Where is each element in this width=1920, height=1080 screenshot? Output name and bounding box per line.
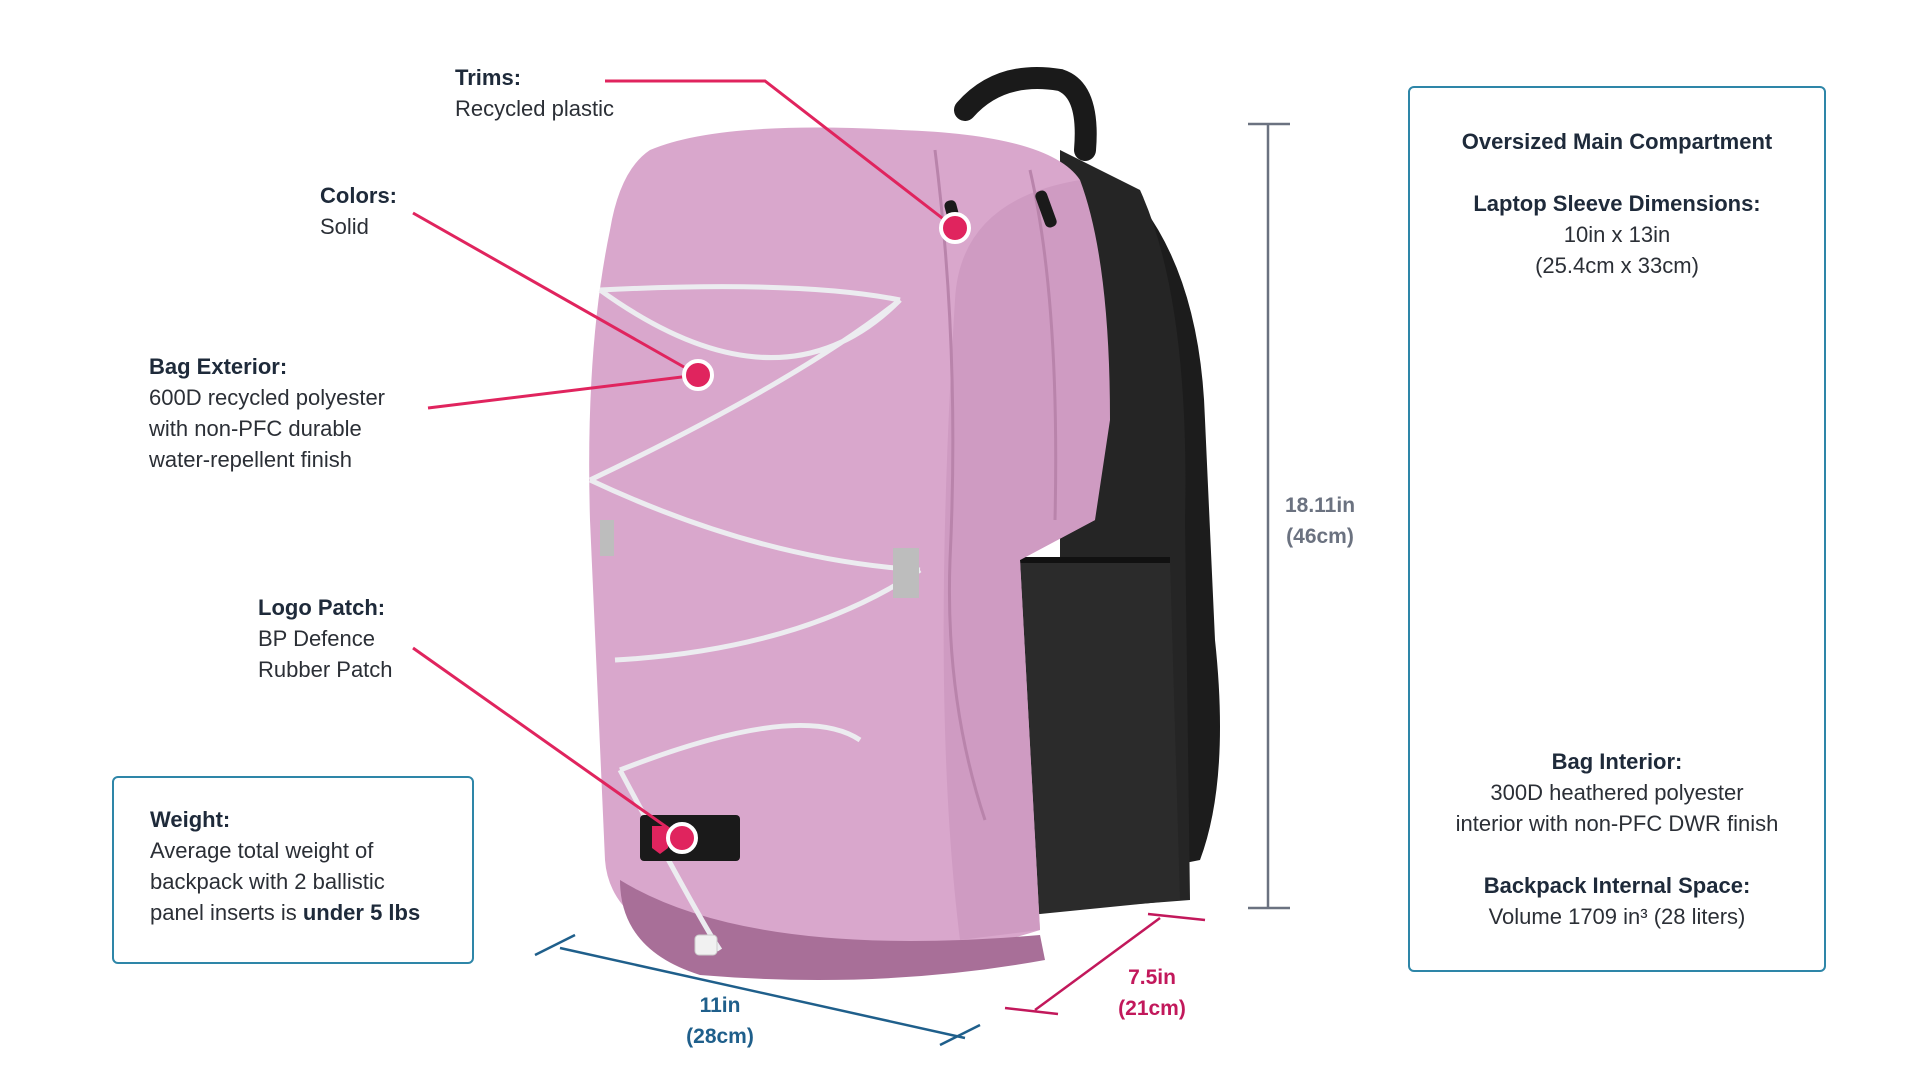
callout-trims-title: Trims:: [455, 65, 522, 90]
laptop-sleeve-size-cm: (25.4cm x 33cm): [1535, 253, 1699, 278]
depth-dimension-label: 7.5in (21cm): [1102, 962, 1202, 1024]
height-dimension-line: [1248, 122, 1290, 910]
width-dimension-label: 11in (28cm): [660, 990, 780, 1052]
callout-exterior-title: Bag Exterior:: [149, 354, 288, 379]
callout-logo-title: Logo Patch:: [258, 595, 386, 620]
callout-logo-line-1: BP Defence: [258, 626, 376, 651]
callout-exterior-line-1: 600D recycled polyester: [149, 385, 386, 410]
weight-line-3: panel inserts is: [150, 900, 303, 925]
height-dimension-label: 18.11in (46cm): [1270, 490, 1370, 552]
laptop-sleeve-size-in: 10in x 13in: [1563, 222, 1671, 247]
callout-trims: Trims: Recycled plastic: [455, 62, 614, 124]
main-backpack-image: [588, 67, 1220, 980]
weight-line-2: backpack with 2 ballistic: [150, 869, 385, 894]
callout-logo-patch: Logo Patch: BP Defence Rubber Patch: [258, 592, 393, 685]
depth-in: 7.5in: [1128, 966, 1176, 989]
width-in: 11in: [699, 994, 741, 1017]
callout-trims-value: Recycled plastic: [455, 96, 614, 121]
weight-emphasis: under 5 lbs: [302, 900, 421, 925]
bag-interior-line-2: interior with non-PFC DWR finish: [1455, 811, 1779, 836]
callout-colors-value: Solid: [320, 214, 369, 239]
callout-exterior-line-2: with non-PFC durable: [149, 416, 362, 441]
compartment-heading: Oversized Main Compartment: [1461, 129, 1773, 154]
weight-box: Weight: Average total weight of backpack…: [112, 776, 474, 964]
weight-title: Weight:: [150, 807, 231, 832]
callout-colors-title: Colors:: [320, 183, 397, 208]
width-dimension-line: [534, 933, 981, 1047]
bag-interior-title: Bag Interior:: [1551, 749, 1683, 774]
laptop-sleeve-title: Laptop Sleeve Dimensions:: [1473, 191, 1761, 216]
height-in: 18.11in: [1284, 494, 1356, 517]
internal-space-title: Backpack Internal Space:: [1483, 873, 1751, 898]
callout-logo-line-2: Rubber Patch: [258, 657, 393, 682]
bag-interior-line-1: 300D heathered polyester: [1490, 780, 1744, 805]
internal-space-value: Volume 1709 in³ (28 liters): [1488, 904, 1746, 929]
width-cm: (28cm): [686, 1025, 754, 1048]
callout-bag-exterior: Bag Exterior: 600D recycled polyester wi…: [149, 351, 385, 475]
depth-cm: (21cm): [1118, 997, 1186, 1020]
callout-exterior-line-3: water-repellent finish: [149, 447, 352, 472]
weight-line-1: Average total weight of: [150, 838, 374, 863]
callout-colors: Colors: Solid: [320, 180, 397, 242]
compartment-info-box: Oversized Main Compartment Laptop Sleeve…: [1408, 86, 1826, 972]
height-cm: (46cm): [1286, 525, 1354, 548]
depth-dimension-line: [1004, 912, 1206, 1016]
